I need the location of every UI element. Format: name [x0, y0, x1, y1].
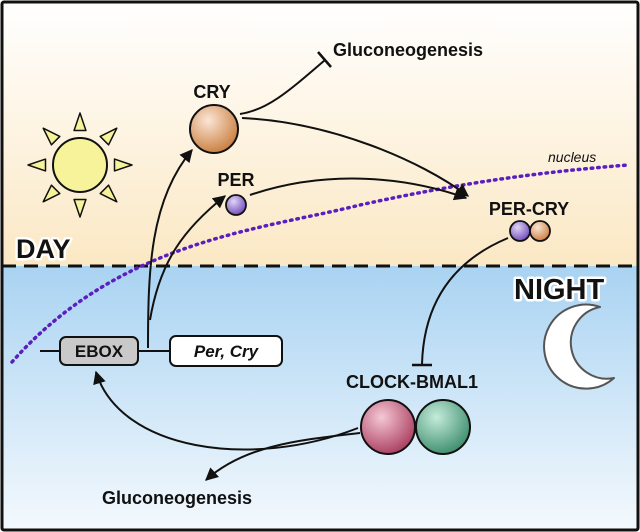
complex-per-subunit — [509, 220, 531, 242]
day-label: DAY — [16, 234, 71, 264]
night-panel — [2, 266, 638, 530]
per-label: PER — [217, 170, 254, 190]
complex-cry-subunit — [529, 220, 551, 242]
moon-icon — [543, 303, 615, 390]
sun-ray — [73, 112, 87, 132]
clock-bmal1-label: CLOCK-BMAL1 — [346, 372, 478, 392]
arrow-gene-to-per — [149, 195, 227, 321]
arrow-clock-to-gluconeogenesis — [205, 432, 361, 481]
gluconeogenesis-top-label: Gluconeogenesis — [333, 40, 483, 60]
per-protein — [225, 194, 247, 216]
nucleus-label: nucleus — [548, 149, 596, 165]
sun-ray — [73, 198, 87, 218]
per-cry-gene-label: Per, Cry — [194, 342, 260, 361]
sun-ray — [27, 158, 47, 172]
inhibit-bar-top — [317, 51, 332, 68]
sun-ray — [99, 184, 118, 203]
arrow-gene-to-cry — [147, 149, 193, 349]
inhibit-complex-clock-bmal1 — [421, 237, 509, 365]
arrow-cry-to-complex — [241, 117, 470, 197]
per-cry-gene-box — [169, 335, 283, 367]
sun-ray — [42, 127, 61, 146]
ebox-box — [59, 336, 139, 366]
arrow-per-to-complex — [249, 177, 468, 201]
sun-ray — [113, 158, 133, 172]
bmal1-protein — [415, 399, 471, 455]
cry-protein — [189, 104, 239, 154]
gluconeogenesis-bottom-label: Gluconeogenesis — [102, 488, 252, 508]
per-cry-complex-label: PER-CRY — [489, 199, 569, 219]
cry-label: CRY — [193, 82, 230, 102]
sun-ray — [42, 184, 61, 203]
sun-ray — [99, 127, 118, 146]
night-label: NIGHT — [514, 274, 605, 306]
sun-icon — [27, 112, 133, 218]
clock-protein — [360, 399, 416, 455]
ebox-label: EBOX — [75, 342, 124, 361]
inhibit-cry-gluconeogenesis — [239, 59, 326, 115]
arrow-clock-to-ebox — [93, 370, 359, 451]
